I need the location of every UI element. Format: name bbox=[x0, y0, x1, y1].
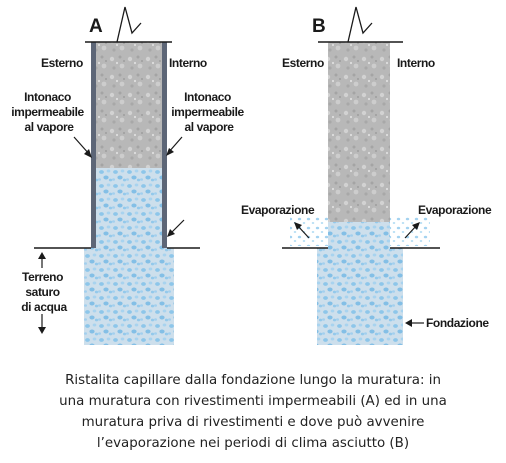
panel-a-coating-arrow-right bbox=[166, 136, 183, 156]
panel-a-coating-arrow-left bbox=[73, 136, 92, 158]
panel-a-label-inside: Interno bbox=[169, 56, 207, 70]
panel-a-letter: A bbox=[89, 16, 103, 37]
panel-b-evaporation-arrow-right bbox=[404, 222, 420, 239]
panel-b-evaporation-arrow-left bbox=[294, 222, 310, 239]
caption-line: Ristalita capillare dalla fondazione lun… bbox=[65, 373, 441, 388]
panel-b-dry-wall bbox=[328, 42, 390, 222]
panel-b: B Esterno Interno Evaporazione Evaporazi… bbox=[241, 6, 492, 345]
panel-b-evaporation-cloud-right bbox=[390, 216, 430, 246]
panel-b-break-mark bbox=[347, 6, 373, 43]
panel-b-evaporation-label-left: Evaporazione bbox=[241, 203, 315, 217]
panel-b-label-inside: Interno bbox=[397, 56, 435, 70]
panel-a-break-mark bbox=[116, 6, 142, 43]
panel-a-soil-label: Terreno saturo di acqua bbox=[21, 270, 67, 314]
panel-a-coating-right bbox=[162, 42, 167, 248]
panel-a-label-outside: Esterno bbox=[41, 56, 83, 70]
panel-a-coating-label-left: Intonaco impermeabile al vapore bbox=[11, 90, 87, 134]
panel-b-foundation bbox=[317, 248, 403, 345]
panel-a: A Esterno Interno Intonaco impermeabile … bbox=[11, 6, 247, 345]
panel-a-soil-arrow bbox=[38, 252, 46, 334]
panel-a-coating-label-right: Intonaco impermeabile al vapore bbox=[171, 90, 247, 134]
caption-line: una muratura con rivestimenti impermeabi… bbox=[59, 394, 447, 409]
panel-b-evaporation-label-right: Evaporazione bbox=[418, 203, 492, 217]
panel-b-evaporation-cloud-left bbox=[290, 216, 328, 246]
figure-caption: Ristalita capillare dalla fondazione lun… bbox=[0, 370, 506, 454]
panel-b-label-outside: Esterno bbox=[282, 56, 324, 70]
panel-b-foundation-label: Fondazione bbox=[426, 316, 489, 330]
panel-a-damp-wall bbox=[96, 168, 162, 248]
panel-a-foundation bbox=[84, 248, 174, 345]
caption-line: muratura priva di rivestimenti e dove pu… bbox=[81, 415, 425, 430]
capillary-rise-diagram: A Esterno Interno Intonaco impermeabile … bbox=[11, 6, 492, 345]
panel-b-damp-wall bbox=[328, 222, 390, 248]
panel-b-foundation-arrow bbox=[405, 319, 424, 327]
panel-b-letter: B bbox=[312, 16, 326, 37]
caption-line: l’evaporazione nei periodi di clima asci… bbox=[96, 436, 410, 451]
panel-a-coating-arrow-bottom bbox=[167, 219, 185, 237]
panel-a-coating-left bbox=[91, 42, 96, 248]
panel-a-dry-wall bbox=[96, 42, 162, 168]
